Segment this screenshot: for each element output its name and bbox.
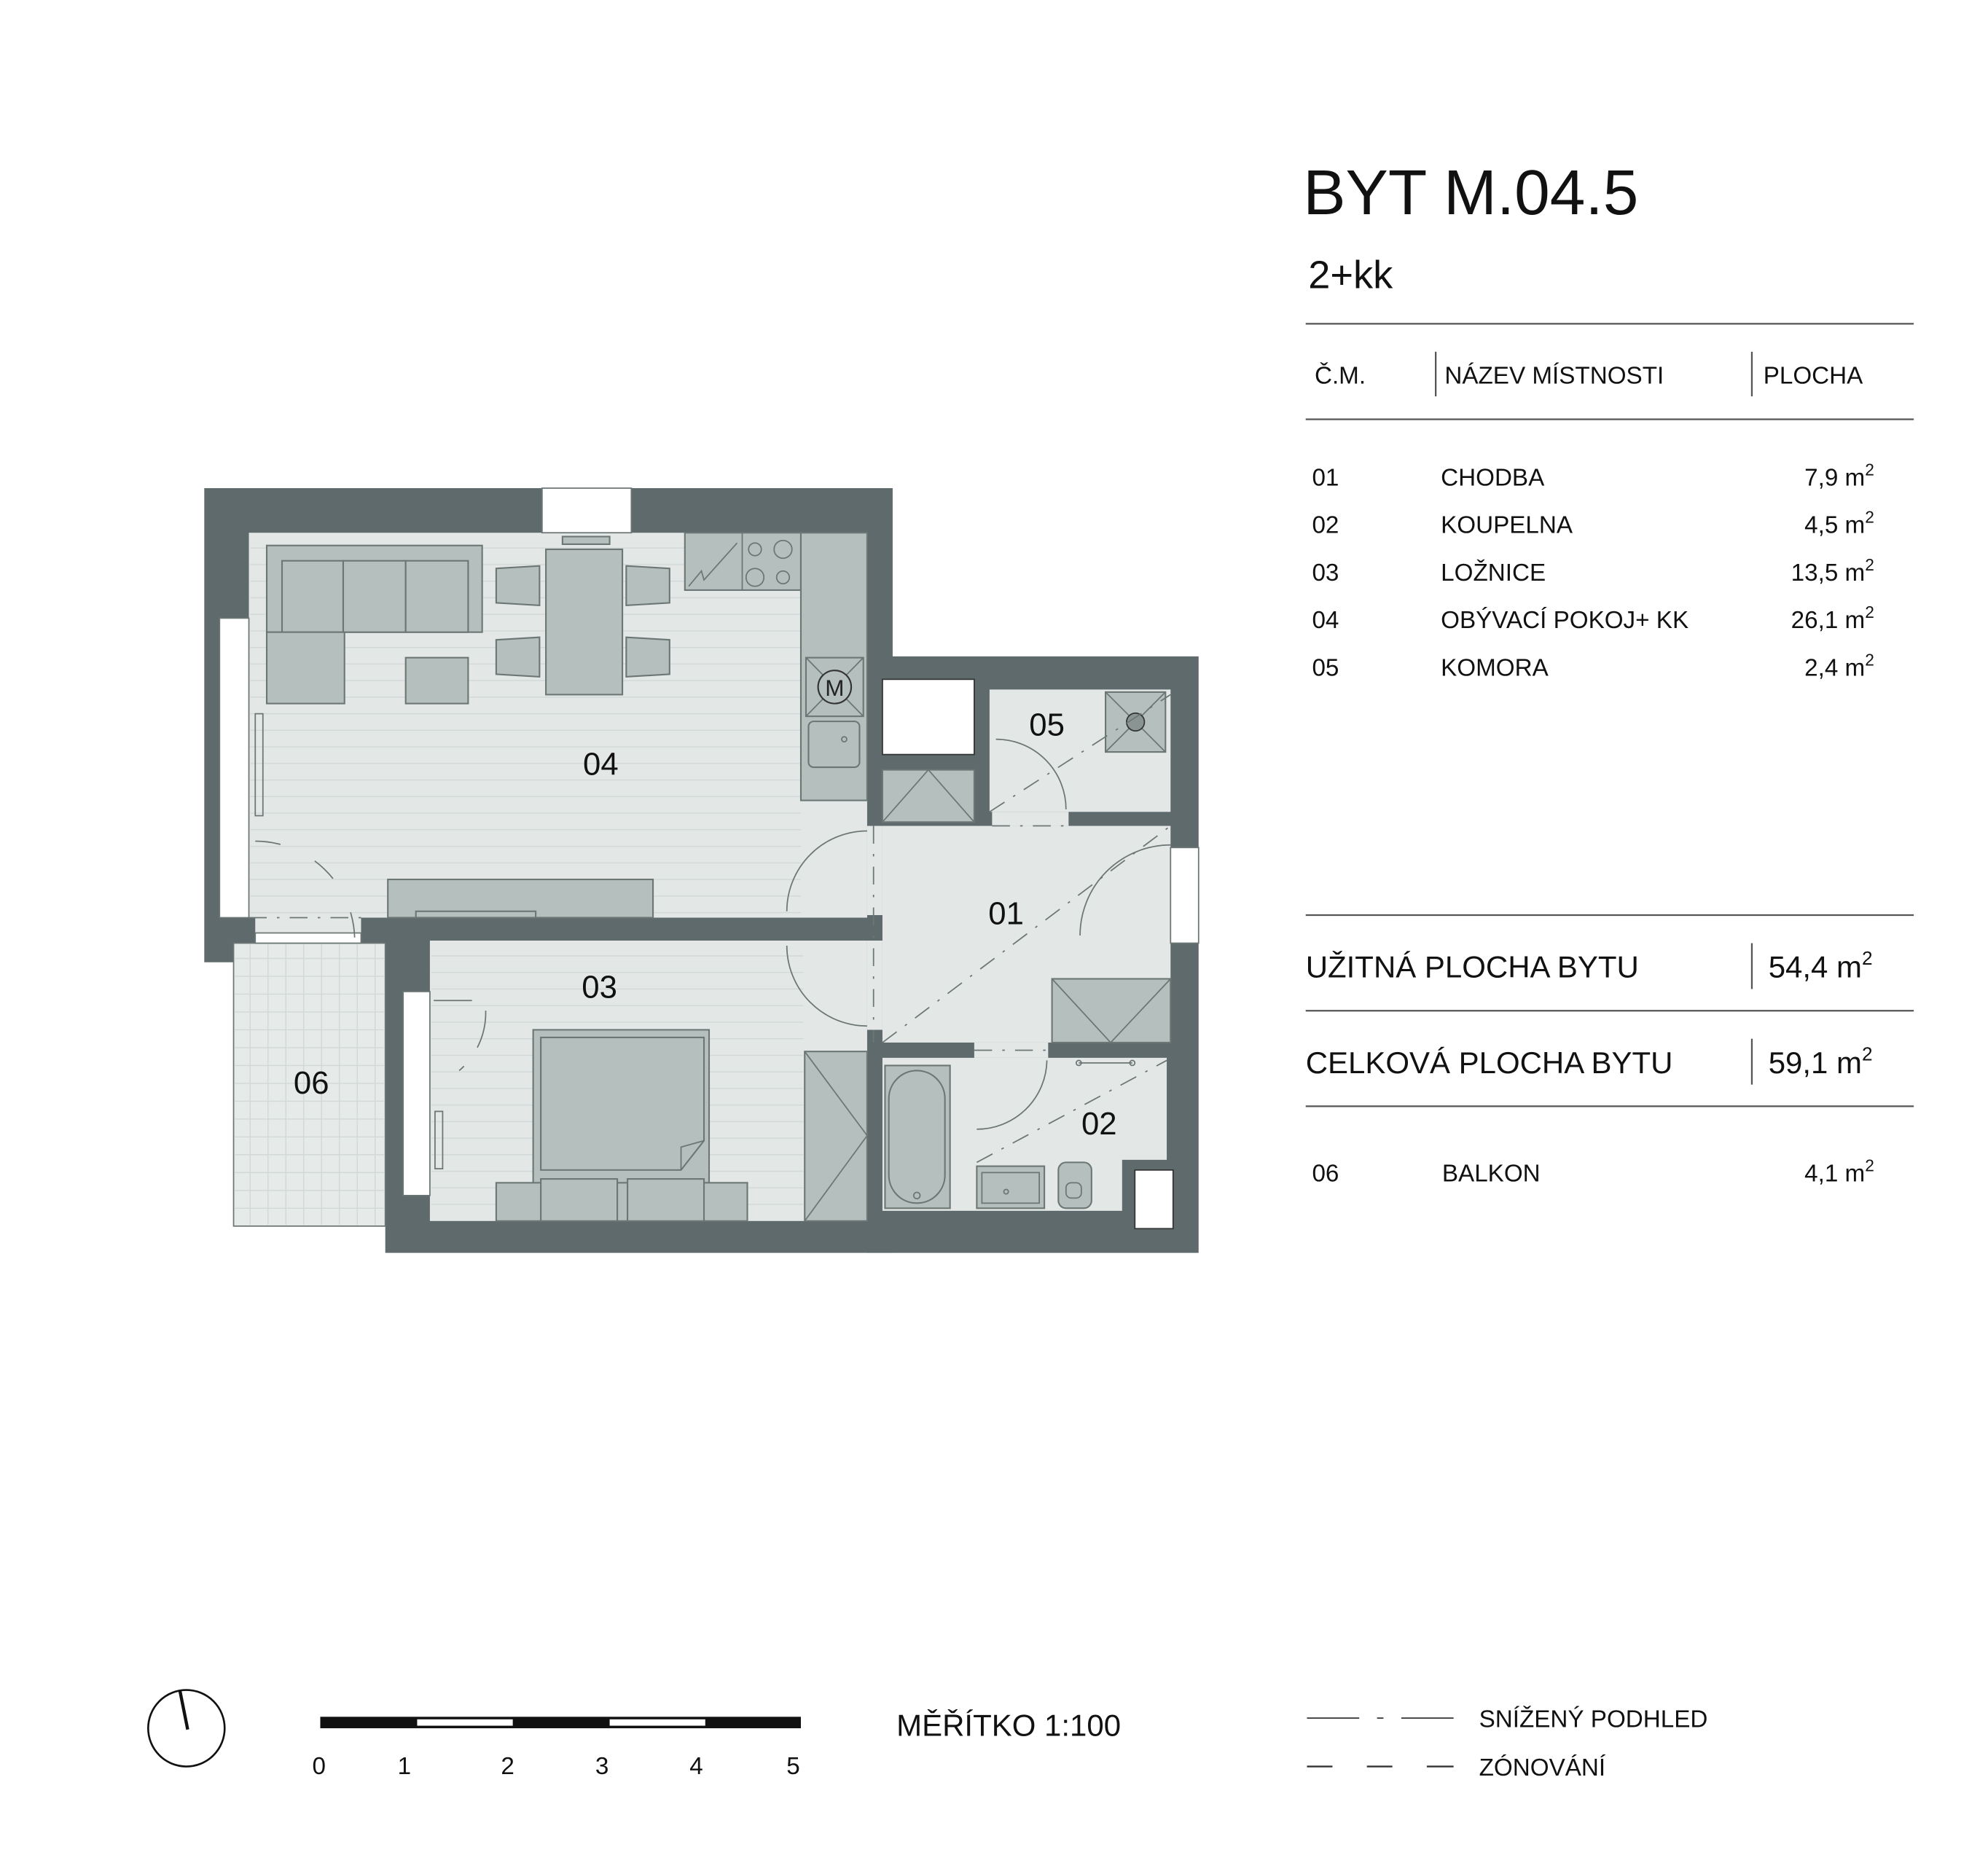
north-arrow xyxy=(147,1689,226,1768)
scale-tick-label: 2 xyxy=(501,1753,514,1780)
toilet xyxy=(1057,1161,1092,1209)
bathtub xyxy=(884,1064,951,1209)
bed xyxy=(495,1029,748,1222)
row-area: 13,5 m2 xyxy=(1791,555,1874,587)
row-name: KOUPELNA xyxy=(1441,512,1573,539)
room-02 xyxy=(882,1057,1167,1211)
row-area: 2,4 m2 xyxy=(1804,650,1874,681)
row-area: 4,1 m2 xyxy=(1804,1156,1874,1188)
tv-bench xyxy=(387,878,654,919)
table-row: 01 CHODBA 7,9 m2 xyxy=(1312,460,1874,491)
scale-tick-label: 5 xyxy=(786,1753,799,1780)
info-panel: BYT M.04.5 2+kk Č.M. NÁZEV MÍSTNOSTI PLO… xyxy=(1303,157,1914,1188)
row-number: 04 xyxy=(1312,607,1339,634)
ottoman xyxy=(404,656,469,705)
balcony-06 xyxy=(232,942,386,1227)
legend-zoning: ZÓNOVÁNÍ xyxy=(1479,1754,1606,1781)
header-area: PLOCHA xyxy=(1764,363,1863,390)
window xyxy=(254,932,362,944)
room-label-06: 06 xyxy=(294,1065,329,1101)
layout-type: 2+kk xyxy=(1308,253,1393,297)
room-label-04: 04 xyxy=(583,747,619,782)
room-label-01: 01 xyxy=(988,895,1024,931)
shower xyxy=(1105,691,1167,753)
kitchen: M xyxy=(684,532,868,801)
table-row: 04 OBÝVACÍ POKOJ+ KK 26,1 m2 xyxy=(1312,603,1874,634)
row-number: 02 xyxy=(1312,512,1339,539)
sofa xyxy=(265,544,483,705)
scale-tick-label: 1 xyxy=(398,1753,411,1780)
scale-label: MĚŘÍTKO 1:100 xyxy=(896,1709,1121,1743)
floor-plan: M xyxy=(204,487,1200,1253)
dining-table xyxy=(495,548,670,696)
wardrobe-hall xyxy=(881,769,1172,1044)
total-area-value: 59,1 m2 xyxy=(1769,1043,1873,1079)
table-row: 03 LOŽNICE 13,5 m2 xyxy=(1312,555,1874,587)
room-label-02: 02 xyxy=(1081,1106,1117,1142)
row-name: OBÝVACÍ POKOJ+ KK xyxy=(1441,607,1688,634)
balcony-row: 06 BALKON 4,1 m2 xyxy=(1312,1156,1874,1188)
scale-bar: 0 1 2 3 4 5 xyxy=(312,1717,801,1780)
washbasin xyxy=(976,1165,1046,1209)
total-area-label: CELKOVÁ PLOCHA BYTU xyxy=(1306,1046,1673,1080)
usable-area-value: 54,4 m2 xyxy=(1769,947,1873,984)
wardrobe xyxy=(804,1051,869,1222)
scale-tick-label: 3 xyxy=(595,1753,608,1780)
scale-tick-label: 0 xyxy=(312,1753,325,1780)
table-row: 02 KOUPELNA 4,5 m2 xyxy=(1312,508,1874,539)
usable-area-label: UŽITNÁ PLOCHA BYTU xyxy=(1306,950,1639,984)
shaft xyxy=(1134,1169,1174,1230)
row-name: KOMORA xyxy=(1441,654,1549,681)
row-number: 05 xyxy=(1312,654,1339,681)
header-name: NÁZEV MÍSTNOSTI xyxy=(1444,363,1664,390)
window xyxy=(541,487,633,534)
row-number: 06 xyxy=(1312,1161,1339,1188)
row-area: 4,5 m2 xyxy=(1804,508,1874,539)
washing-machine-icon: M xyxy=(825,675,844,701)
header-number: Č.M. xyxy=(1315,362,1366,390)
row-area: 26,1 m2 xyxy=(1791,603,1874,634)
legend-lowered-ceiling: SNÍŽENÝ PODHLED xyxy=(1479,1706,1708,1733)
scale-tick-label: 4 xyxy=(689,1753,703,1780)
shaft xyxy=(882,678,975,756)
row-name: BALKON xyxy=(1442,1161,1541,1188)
page-title: BYT M.04.5 xyxy=(1303,157,1638,228)
row-name: LOŽNICE xyxy=(1441,560,1546,587)
legend: SNÍŽENÝ PODHLED ZÓNOVÁNÍ xyxy=(1307,1706,1707,1781)
row-name: CHODBA xyxy=(1441,464,1545,491)
window xyxy=(402,991,431,1196)
window xyxy=(1170,847,1200,944)
row-number: 01 xyxy=(1312,464,1339,491)
row-area: 7,9 m2 xyxy=(1804,460,1874,491)
room-label-05: 05 xyxy=(1029,707,1065,742)
row-number: 03 xyxy=(1312,560,1339,587)
table-row: 05 KOMORA 2,4 m2 xyxy=(1312,650,1874,681)
room-label-03: 03 xyxy=(582,970,617,1005)
window xyxy=(219,617,250,919)
